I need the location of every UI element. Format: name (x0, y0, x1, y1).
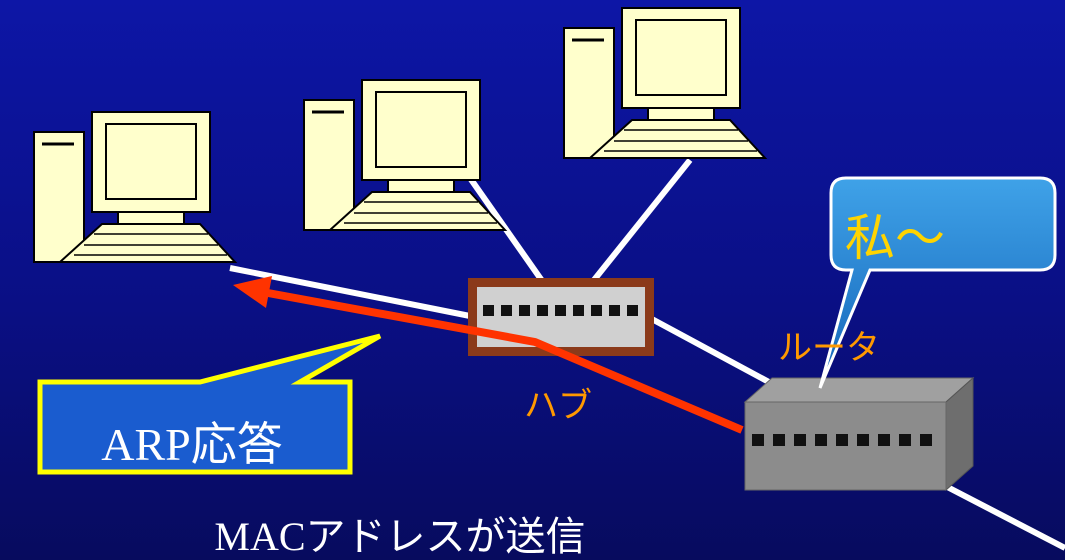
computer-icon (302, 78, 507, 232)
speech-bubble-text: 私～ (845, 209, 945, 267)
cable-router-out (928, 475, 1065, 551)
hub-label: ハブ (524, 387, 592, 425)
router-label: ルータ (778, 329, 880, 367)
slide-caption: MACアドレスが送信 (214, 514, 586, 559)
arp-reply-arrow (233, 276, 744, 434)
computer-icon (562, 6, 767, 160)
callout-text: ARP応答 (101, 419, 283, 470)
hub-icon (468, 278, 654, 356)
speech-bubble (818, 176, 1057, 389)
cable-hub-router (648, 315, 782, 391)
cable-pc3-hub (587, 158, 693, 287)
computer-icon (32, 110, 237, 264)
arp-callout (37, 333, 382, 475)
cable-pc2-hub (467, 176, 548, 287)
router-icon (743, 376, 975, 492)
